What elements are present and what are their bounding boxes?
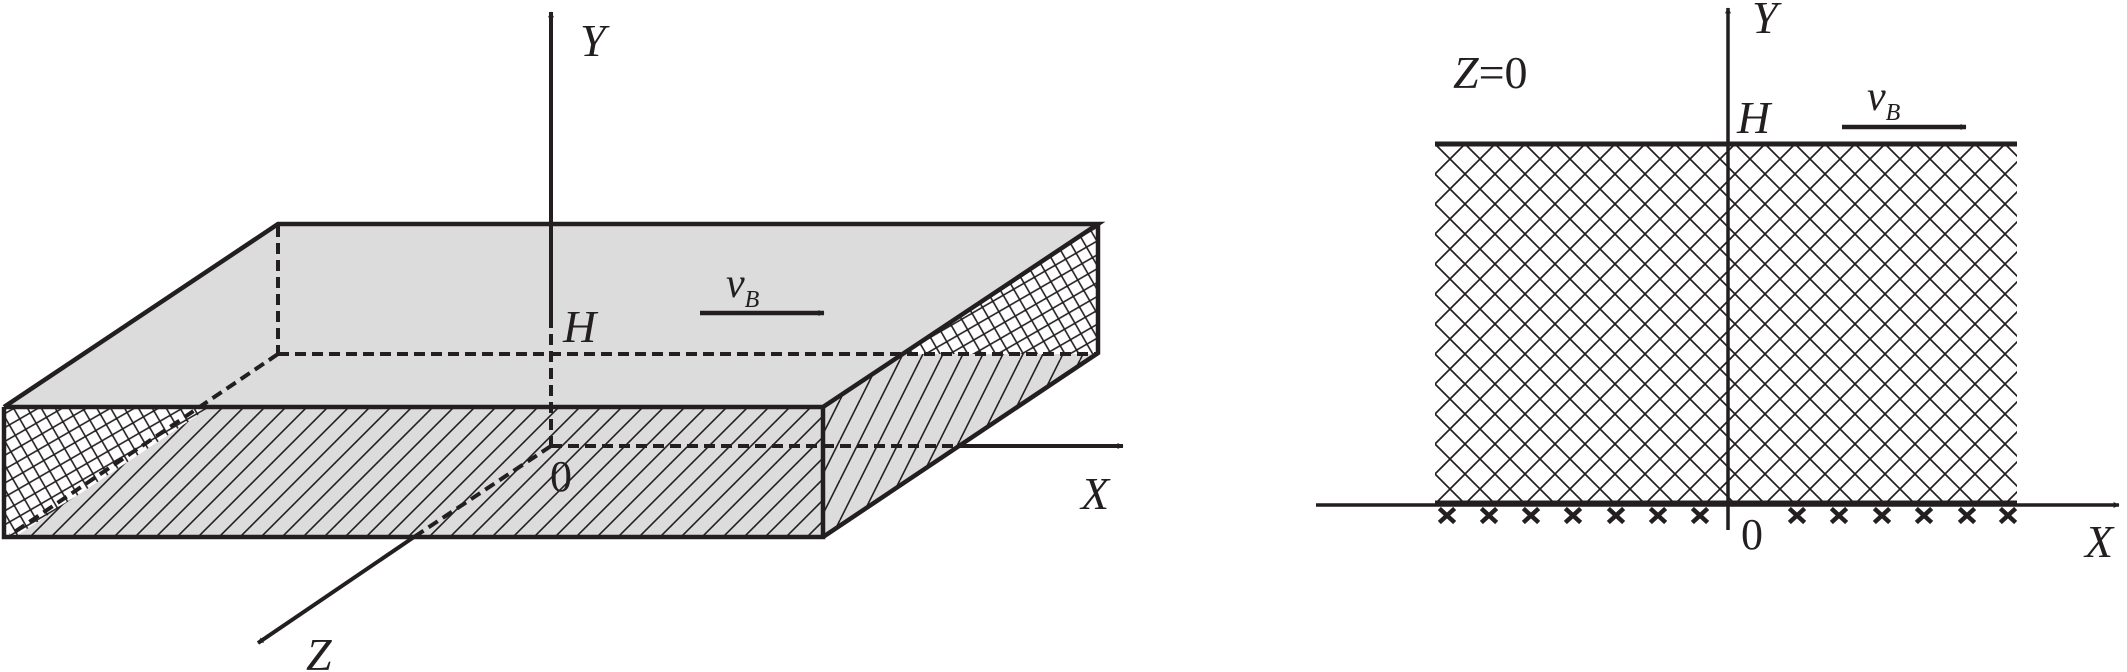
section-var: Z <box>1453 47 1479 98</box>
section-origin-label: 0 <box>1741 510 1763 559</box>
section-velocity-label: vB <box>1867 74 1901 126</box>
height-label: H <box>562 301 599 352</box>
x-axis-label: X <box>1079 468 1111 519</box>
z-axis-label: Z <box>306 629 332 672</box>
section-crosshatch-region <box>1435 144 2017 503</box>
z-axis <box>256 535 416 645</box>
wall-x-marks <box>1437 506 2018 525</box>
slab-3d-view: Y X Z H 0 vB <box>1 11 1124 672</box>
section-y-axis-label: Y <box>1752 0 1782 43</box>
section-velocity-subscript: B <box>1886 100 1901 126</box>
z-axis-hidden <box>412 444 553 539</box>
slab-right-outline <box>821 224 1101 539</box>
hidden-edge-left-bottom <box>8 352 280 537</box>
section-eq: =0 <box>1479 47 1528 98</box>
section-height-label: H <box>1736 92 1773 143</box>
velocity-label: vB <box>726 261 760 313</box>
section-title-label: Z=0 <box>1453 47 1528 98</box>
section-z0-view: Z=0 Y X H 0 vB <box>1316 0 2120 567</box>
section-x-axis-label: X <box>2083 516 2115 567</box>
section-velocity-symbol: v <box>1867 74 1886 120</box>
y-axis-label: Y <box>580 15 610 66</box>
velocity-symbol: v <box>726 261 745 307</box>
origin-label: 0 <box>550 452 572 501</box>
velocity-subscript: B <box>745 287 760 313</box>
